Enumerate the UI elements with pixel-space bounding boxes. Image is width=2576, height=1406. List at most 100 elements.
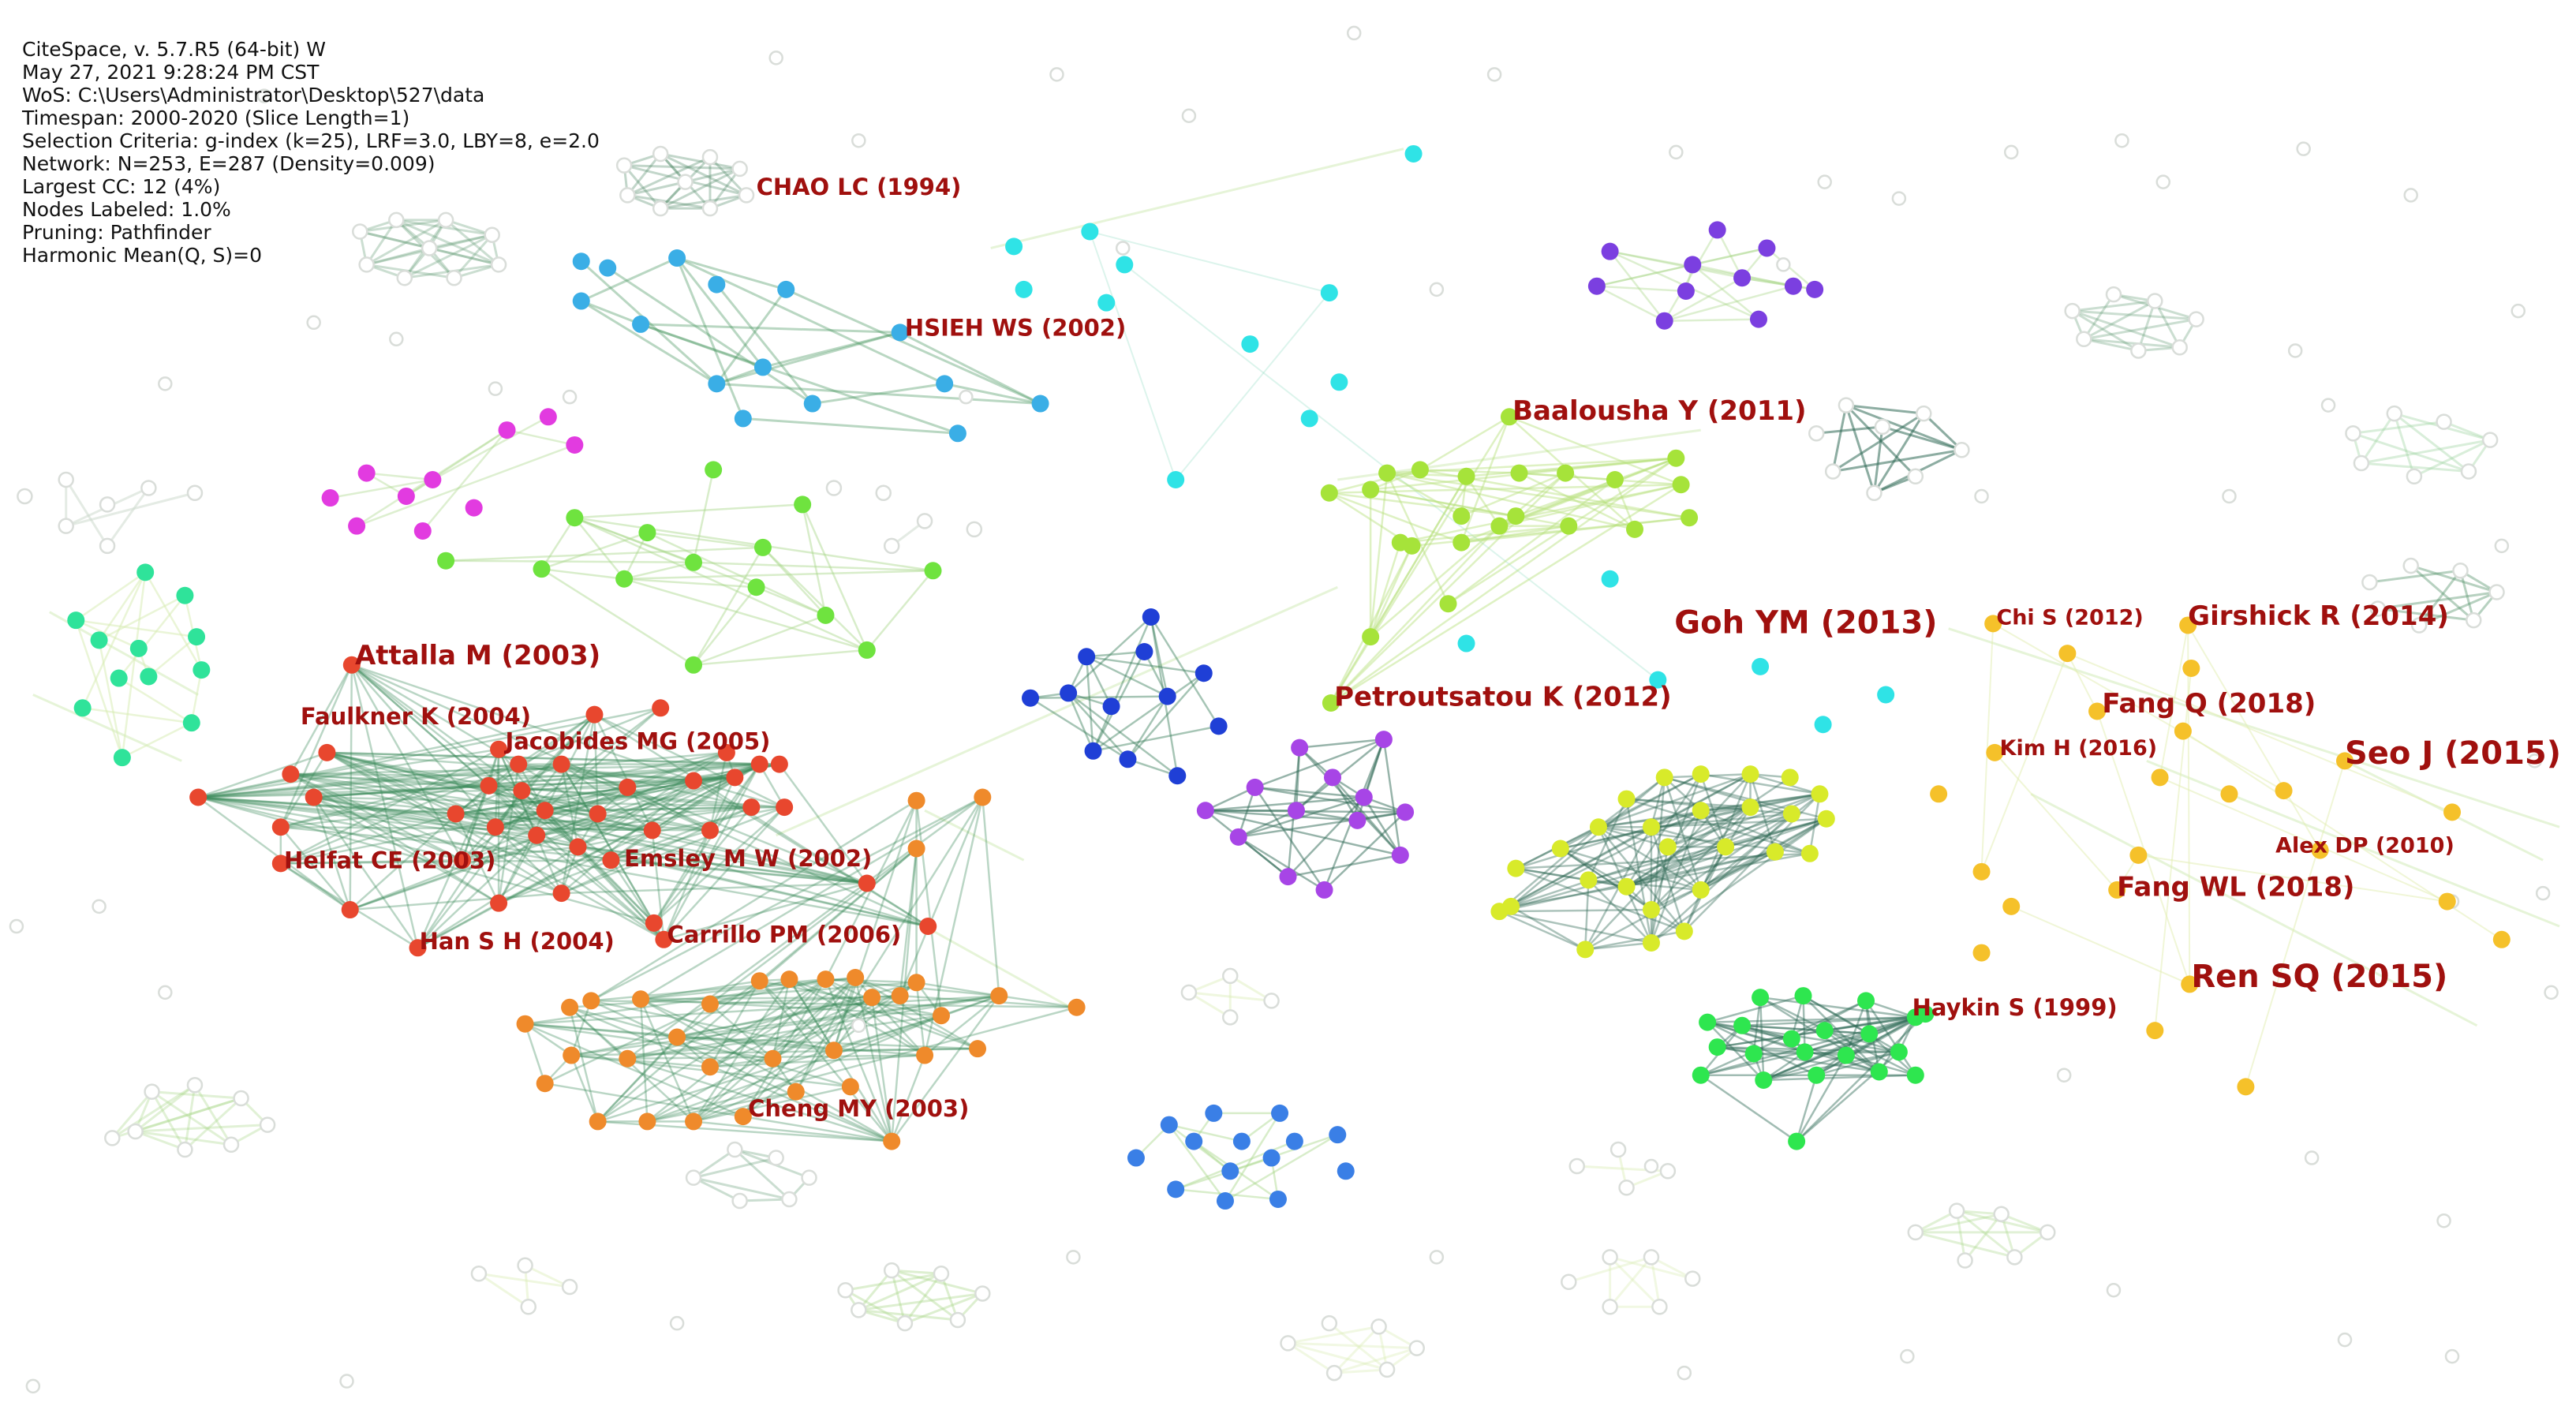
reference-node[interactable] [1692,881,1710,899]
reference-node[interactable] [566,436,584,454]
reference-node[interactable] [357,464,376,482]
reference-node[interactable] [110,669,128,687]
reference-node[interactable] [176,586,194,604]
reference-node[interactable] [916,1046,934,1064]
reference-node[interactable] [803,395,821,413]
reference-node[interactable] [1269,1190,1287,1208]
reference-node[interactable] [652,699,670,717]
reference-node[interactable] [726,768,744,787]
reference-node[interactable] [413,522,432,540]
reference-node[interactable] [1160,1116,1178,1134]
reference-node[interactable] [770,755,788,773]
reference-node[interactable] [1796,1043,1814,1061]
reference-node[interactable] [2443,803,2462,821]
reference-node[interactable] [498,421,516,439]
reference-node[interactable] [73,699,92,717]
reference-node[interactable] [1142,608,1160,626]
reference-node[interactable] [1116,256,1134,274]
reference-node[interactable] [536,802,554,820]
reference-node[interactable] [863,989,881,1007]
reference-node[interactable] [1500,408,1518,426]
reference-node[interactable] [891,987,909,1005]
reference-node[interactable] [1755,1071,1773,1089]
reference-node[interactable] [140,667,158,686]
reference-node[interactable] [1576,940,1595,959]
reference-node[interactable] [1362,481,1380,499]
reference-node[interactable] [2492,930,2511,948]
reference-node[interactable] [1337,1162,1355,1180]
reference-node[interactable] [1806,280,1824,298]
reference-node[interactable] [1355,788,1373,806]
reference-node[interactable] [1675,922,1693,940]
reference-node[interactable] [1758,239,1776,257]
reference-node[interactable] [1984,615,2002,633]
reference-node[interactable] [563,1046,581,1064]
reference-node[interactable] [907,839,925,858]
reference-node[interactable] [891,323,909,342]
reference-node[interactable] [1329,1126,1347,1144]
reference-node[interactable] [685,772,703,790]
reference-node[interactable] [1167,1180,1185,1198]
reference-node[interactable] [919,918,937,936]
reference-node[interactable] [1324,768,1342,787]
reference-node[interactable] [1279,868,1297,886]
reference-node[interactable] [318,743,336,761]
reference-node[interactable] [1322,694,1340,712]
reference-node[interactable] [1794,987,1812,1005]
reference-node[interactable] [1580,871,1598,889]
reference-node[interactable] [2179,616,2197,634]
reference-node[interactable] [841,1078,859,1096]
reference-node[interactable] [528,826,546,844]
reference-node[interactable] [1649,671,1667,689]
reference-node[interactable] [777,280,795,298]
reference-node[interactable] [685,553,703,571]
reference-node[interactable] [1601,570,1619,588]
reference-node[interactable] [1102,697,1120,716]
reference-node[interactable] [705,461,723,479]
reference-node[interactable] [271,854,290,873]
reference-node[interactable] [113,749,131,767]
reference-node[interactable] [1510,464,1528,482]
reference-node[interactable] [1733,269,1752,287]
reference-node[interactable] [1642,818,1660,836]
reference-node[interactable] [1626,520,1644,538]
reference-node[interactable] [454,851,472,869]
reference-node[interactable] [787,1083,805,1101]
reference-node[interactable] [1320,484,1338,502]
reference-node[interactable] [645,914,663,932]
reference-node[interactable] [2311,841,2329,859]
reference-node[interactable] [282,765,300,783]
reference-node[interactable] [638,1112,656,1131]
reference-node[interactable] [1453,533,1471,552]
reference-node[interactable] [1782,1030,1800,1048]
reference-node[interactable] [734,1108,752,1126]
reference-node[interactable] [1396,803,1415,821]
reference-node[interactable] [924,562,942,580]
reference-node[interactable] [566,509,584,527]
reference-node[interactable] [753,538,772,556]
reference-node[interactable] [1692,1066,1710,1084]
reference-node[interactable] [1877,686,1895,704]
reference-node[interactable] [668,249,686,267]
reference-node[interactable] [1167,470,1185,488]
reference-node[interactable] [1655,312,1673,330]
reference-node[interactable] [1374,731,1393,749]
reference-node[interactable] [858,641,876,659]
reference-node[interactable] [1205,1104,1223,1122]
reference-node[interactable] [701,1058,719,1076]
reference-node[interactable] [1766,843,1784,861]
reference-node[interactable] [539,408,557,426]
reference-node[interactable] [701,995,719,1013]
reference-node[interactable] [969,1040,987,1058]
reference-node[interactable] [747,578,765,596]
reference-node[interactable] [1285,1132,1303,1150]
reference-node[interactable] [1814,716,1832,734]
reference-node[interactable] [1195,664,1213,682]
reference-node[interactable] [817,970,835,989]
reference-node[interactable] [2335,752,2354,770]
reference-node[interactable] [1741,798,1759,817]
reference-node[interactable] [1672,476,1690,494]
reference-node[interactable] [572,252,590,271]
reference-node[interactable] [1815,1022,1834,1040]
reference-node[interactable] [734,409,752,428]
